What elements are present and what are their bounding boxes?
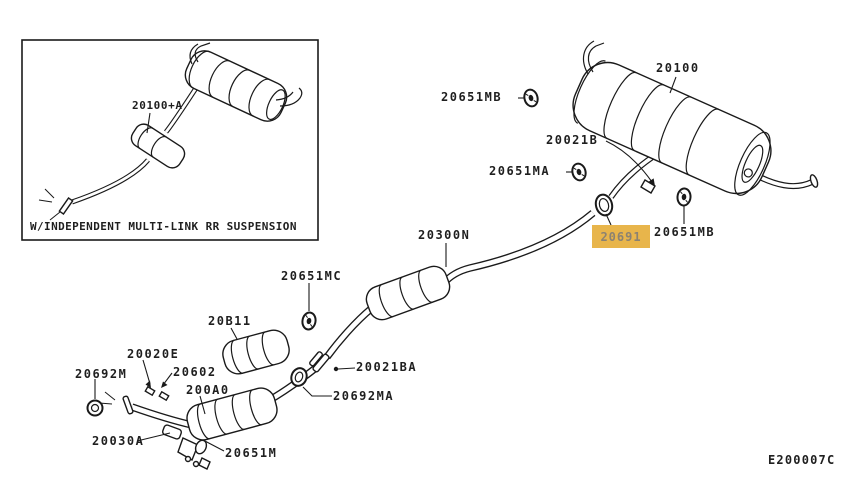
- part-label-insulator-center[interactable]: 20651MC: [281, 269, 343, 283]
- rear-muffler-drawing: [572, 60, 772, 196]
- catalytic-converter-drawing: [186, 387, 278, 441]
- flange-drawing: [309, 351, 330, 373]
- center-resonator-drawing: [365, 265, 451, 321]
- inset-box-drawing: [21, 39, 319, 241]
- part-label-mounting-front[interactable]: 20020E: [127, 347, 180, 361]
- part-label-rear-muffler[interactable]: 20100: [656, 61, 700, 75]
- part-label-insulator-front[interactable]: 20651M: [225, 446, 278, 460]
- part-label-ring-gasket-front[interactable]: 20692M: [75, 367, 128, 381]
- part-label-front-tube[interactable]: 200A0: [186, 383, 230, 397]
- drawing-code: E200007C: [768, 453, 836, 467]
- heat-insulator-drawing: [222, 329, 290, 375]
- front-hanger-assembly-drawing: [161, 424, 211, 470]
- part-label-ring-gasket-center[interactable]: 20692MA: [333, 389, 395, 403]
- part-label-insulator-rear-mid[interactable]: 20651MA: [489, 164, 551, 178]
- insulator-center-drawing: [300, 310, 318, 332]
- part-label-clamp-front[interactable]: 20030A: [92, 434, 145, 448]
- part-label-insulator-rear-lower[interactable]: 20651MB: [654, 225, 716, 239]
- inset-resonator: [130, 123, 186, 169]
- inset-muffler: [184, 50, 288, 122]
- part-label-heat-insulator[interactable]: 20B11: [208, 314, 252, 328]
- part-label-insulator-rear-upper[interactable]: 20651MB: [441, 90, 503, 104]
- part-label-inset-20100A[interactable]: 20100+A: [132, 99, 183, 112]
- ring-gasket-front-drawing: [86, 399, 104, 417]
- highlighted-part-label[interactable]: 20691: [592, 225, 650, 248]
- part-label-mounting-rear[interactable]: 20021B: [546, 133, 599, 147]
- insulator-rear-lower-drawing: [675, 186, 693, 208]
- ring-gasket-center-drawing: [290, 367, 308, 387]
- part-label-center-tube[interactable]: 20300N: [418, 228, 471, 242]
- inset-caption: W/INDEPENDENT MULTI-LINK RR SUSPENSION: [30, 220, 297, 233]
- leader-lines: [94, 76, 685, 452]
- part-label-catalytic-converter[interactable]: 20602: [173, 365, 217, 379]
- part-label-bolt-flange[interactable]: 20021BA: [356, 360, 418, 374]
- insulator-rear-upper-drawing: [521, 87, 541, 109]
- insulator-rear-mid-drawing: [569, 161, 589, 183]
